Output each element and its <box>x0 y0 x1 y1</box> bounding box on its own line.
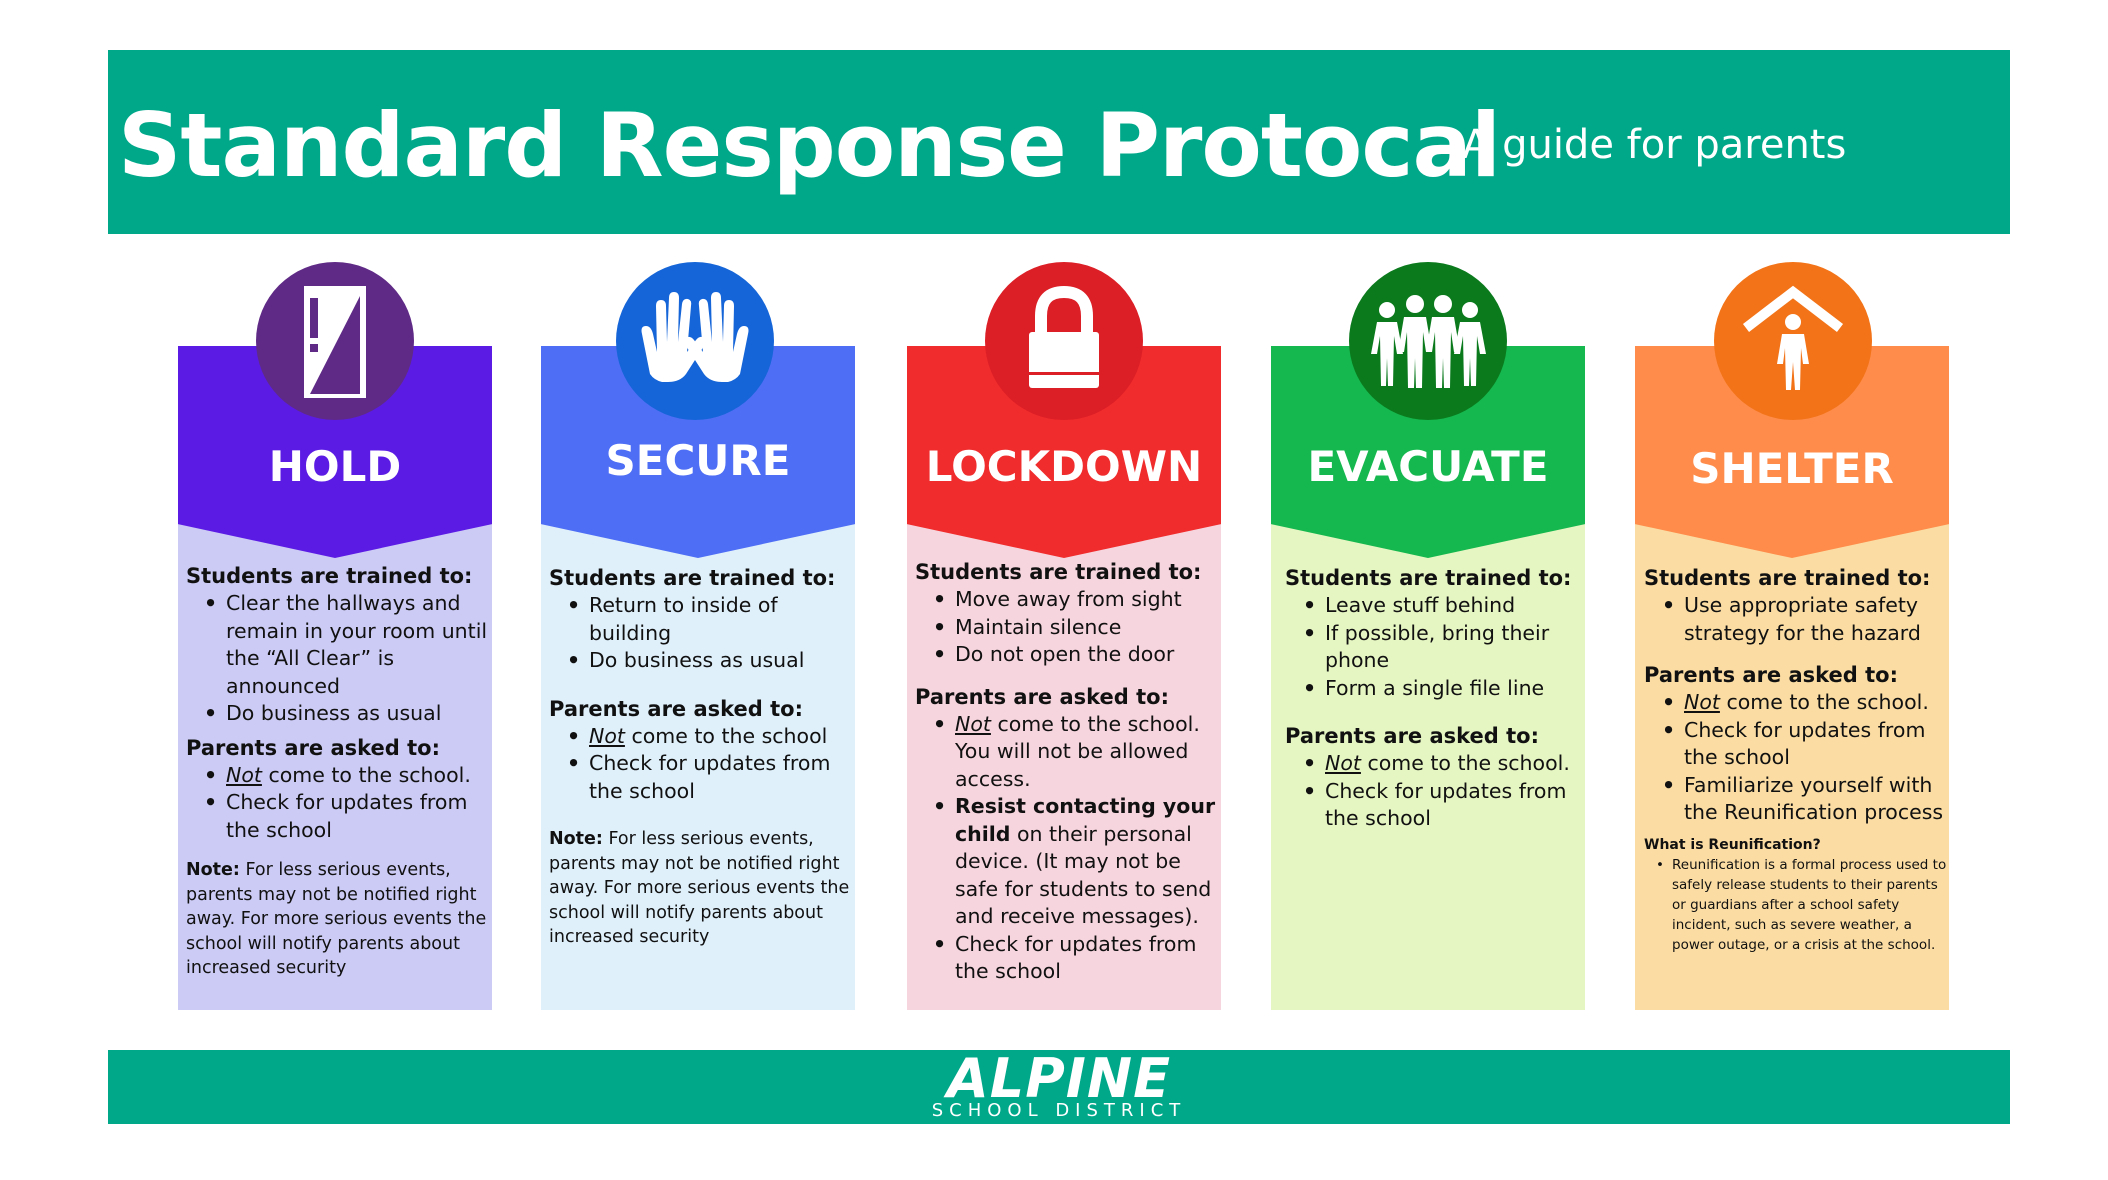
district-logo-subtitle: SCHOOL DISTRICT <box>931 1100 1187 1121</box>
parents-list: Not come to the school. You will not be … <box>915 711 1219 986</box>
district-logo: ALPINE <box>947 1047 1171 1110</box>
parents-list: Not come to the school. Check for update… <box>186 762 490 845</box>
list-item: Check for updates from the school <box>549 750 853 805</box>
header-banner: Standard Response Protocal A guide for p… <box>108 50 2010 234</box>
list-item: Not come to the school. <box>1644 689 1948 717</box>
note-text: For less serious events, parents may not… <box>549 829 850 947</box>
card-content: Students are trained to: Move away from … <box>915 558 1219 992</box>
list-item-text: on their personal device. (It may not be… <box>955 821 1212 929</box>
list-item: Check for updates from the school <box>1644 717 1948 772</box>
reunification-list: Reunification is a formal process used t… <box>1644 855 1948 955</box>
list-item: Return to inside of building <box>549 592 853 647</box>
card-evacuate: EVACUATE Students are trained to: Leave … <box>1271 262 1585 1010</box>
list-item: Leave stuff behind <box>1285 592 1589 620</box>
list-item: If possible, bring their phone <box>1285 620 1589 675</box>
students-heading: Students are trained to: <box>1644 566 1931 590</box>
parents-heading: Parents are asked to: <box>1644 663 1898 687</box>
students-list: Clear the hallways and remain in your ro… <box>186 590 490 728</box>
list-item: Check for updates from the school <box>915 931 1219 986</box>
card-shelter: SHELTER Students are trained to: Use app… <box>1635 262 1949 1010</box>
list-item-text: come to the school <box>624 723 828 748</box>
list-item: Reunification is a formal process used t… <box>1644 855 1948 955</box>
people-line-icon <box>1349 262 1507 420</box>
emphasis-text: Not <box>1325 751 1361 775</box>
students-heading: Students are trained to: <box>915 560 1202 584</box>
reunification-heading: What is Reunification? <box>1644 836 1821 853</box>
card-hold: HOLD Students are trained to: Clear the … <box>178 262 492 1010</box>
card-secure: SECURE Students are trained to: Return t… <box>541 262 855 1010</box>
parents-list: Not come to the school. Check for update… <box>1285 750 1589 833</box>
students-list: Use appropriate safety strategy for the … <box>1644 592 1948 647</box>
list-item: Check for updates from the school <box>186 789 490 844</box>
note: Note: For less serious events, parents m… <box>186 858 490 981</box>
parents-list: Not come to the school Check for updates… <box>549 723 853 806</box>
parents-heading: Parents are asked to: <box>549 696 803 721</box>
students-heading: Students are trained to: <box>1285 566 1572 590</box>
parents-list: Not come to the school. Check for update… <box>1644 689 1948 827</box>
note-label: Note: <box>186 860 240 880</box>
parents-heading: Parents are asked to: <box>915 684 1169 709</box>
note-label: Note: <box>549 829 603 849</box>
emphasis-text: Not <box>1684 690 1720 714</box>
parents-heading: Parents are asked to: <box>1285 724 1539 748</box>
card-title: LOCKDOWN <box>925 442 1203 491</box>
door-icon <box>256 262 414 420</box>
students-list: Return to inside of building Do business… <box>549 592 853 675</box>
list-item: Not come to the school. <box>186 762 490 790</box>
card-lockdown: LOCKDOWN Students are trained to: Move a… <box>907 262 1221 1010</box>
note-text: For less serious events, parents may not… <box>186 860 487 978</box>
list-item: Maintain silence <box>915 614 1219 642</box>
card-content: Students are trained to: Return to insid… <box>549 564 853 950</box>
raised-hands-icon <box>616 262 774 420</box>
page-title: Standard Response Protocal <box>118 94 1501 197</box>
list-item-text: come to the school. You will not be allo… <box>955 711 1200 791</box>
card-content: Students are trained to: Use appropriate… <box>1644 564 1948 955</box>
students-list: Leave stuff behind If possible, bring th… <box>1285 592 1589 702</box>
list-item: Not come to the school <box>549 723 853 751</box>
emphasis-text: Not <box>589 723 625 748</box>
list-item: Resist contacting your child on their pe… <box>915 793 1219 931</box>
list-item: Not come to the school. <box>1285 750 1589 778</box>
card-content: Students are trained to: Leave stuff beh… <box>1285 564 1589 839</box>
list-item-text: come to the school. <box>1719 690 1929 714</box>
list-item-text: come to the school. <box>1360 751 1570 775</box>
emphasis-text: Resist contacting your child <box>955 794 1216 846</box>
list-item-text: come to the school. <box>261 762 471 787</box>
list-item: Check for updates from the school <box>1285 778 1589 833</box>
list-item: Use appropriate safety strategy for the … <box>1644 592 1948 647</box>
list-item: Move away from sight <box>915 586 1219 614</box>
padlock-icon <box>985 262 1143 420</box>
list-item: Not come to the school. You will not be … <box>915 711 1219 794</box>
card-title: SECURE <box>605 436 791 485</box>
students-heading: Students are trained to: <box>549 566 836 590</box>
card-title: HOLD <box>268 442 402 491</box>
card-content: Students are trained to: Clear the hallw… <box>186 562 490 981</box>
list-item: Form a single file line <box>1285 675 1589 703</box>
card-title: EVACUATE <box>1307 442 1549 491</box>
list-item: Do business as usual <box>549 647 853 675</box>
list-item: Do not open the door <box>915 641 1219 669</box>
note: Note: For less serious events, parents m… <box>549 827 853 950</box>
emphasis-text: Not <box>955 711 991 736</box>
list-item: Clear the hallways and remain in your ro… <box>186 590 490 700</box>
students-heading: Students are trained to: <box>186 564 473 588</box>
emphasis-text: Not <box>226 762 262 787</box>
list-item: Familiarize yourself with the Reunificat… <box>1644 772 1948 827</box>
footer-banner: ALPINE SCHOOL DISTRICT <box>108 1050 2010 1124</box>
students-list: Move away from sight Maintain silence Do… <box>915 586 1219 669</box>
page-subtitle: A guide for parents <box>1462 122 1847 168</box>
parents-heading: Parents are asked to: <box>186 735 440 760</box>
card-title: SHELTER <box>1690 444 1894 493</box>
person-shelter-icon <box>1714 262 1872 420</box>
list-item: Do business as usual <box>186 700 490 728</box>
